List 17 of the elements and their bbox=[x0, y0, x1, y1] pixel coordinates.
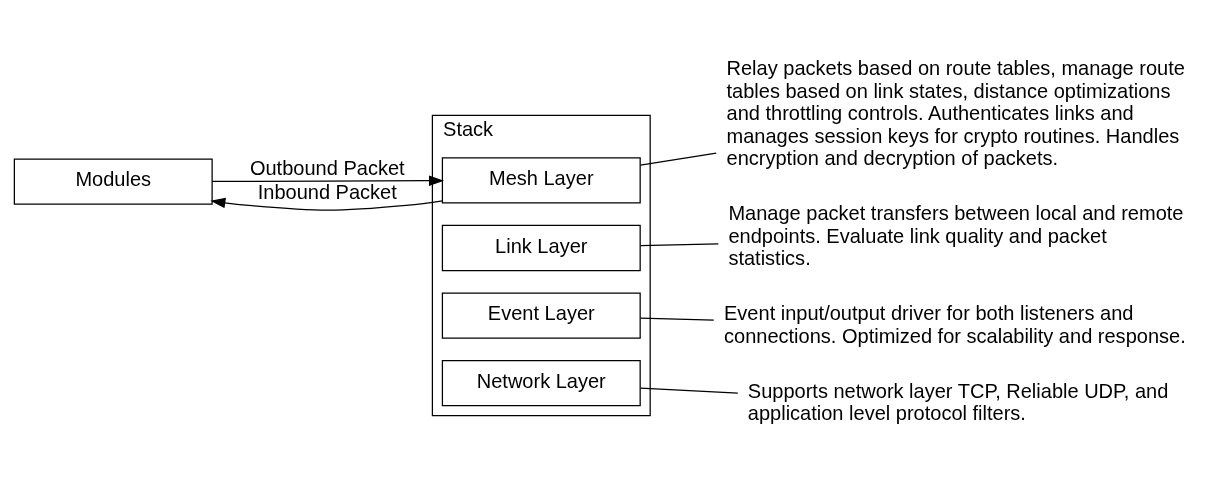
node-text: Supports network layer TCP, Reliable UDP, and application level protocol filters. bbox=[747, 379, 1169, 424]
connector bbox=[639, 242, 719, 246]
edge-label: Outbound Packet bbox=[249, 156, 405, 179]
node-box: Link Layer bbox=[441, 224, 641, 271]
edge-label: Inbound Packet bbox=[257, 180, 397, 203]
connector bbox=[639, 387, 739, 394]
node-box: Network Layer bbox=[441, 359, 641, 406]
node-text: Manage packet transfers between local and remote endpoints. Evaluate link quality and packet statistics. bbox=[728, 201, 1184, 269]
arrow bbox=[210, 197, 443, 211]
node-box: Mesh Layer bbox=[441, 156, 641, 204]
node-box: Event Layer bbox=[441, 291, 641, 339]
node-box: Modules bbox=[13, 158, 213, 205]
node-text: Event input/output driver for both listeners and connections. Optimized for scalability and response. bbox=[724, 301, 1186, 347]
node-text: Relay packets based on route tables, manage route tables based on link states, distance optimizations and throttling controls. Authenticates links and manages session keys for crypto routines. Handles encryption and decryption of packets. bbox=[726, 56, 1185, 169]
connector bbox=[639, 152, 717, 166]
arrow bbox=[211, 175, 444, 186]
connector bbox=[639, 317, 715, 321]
